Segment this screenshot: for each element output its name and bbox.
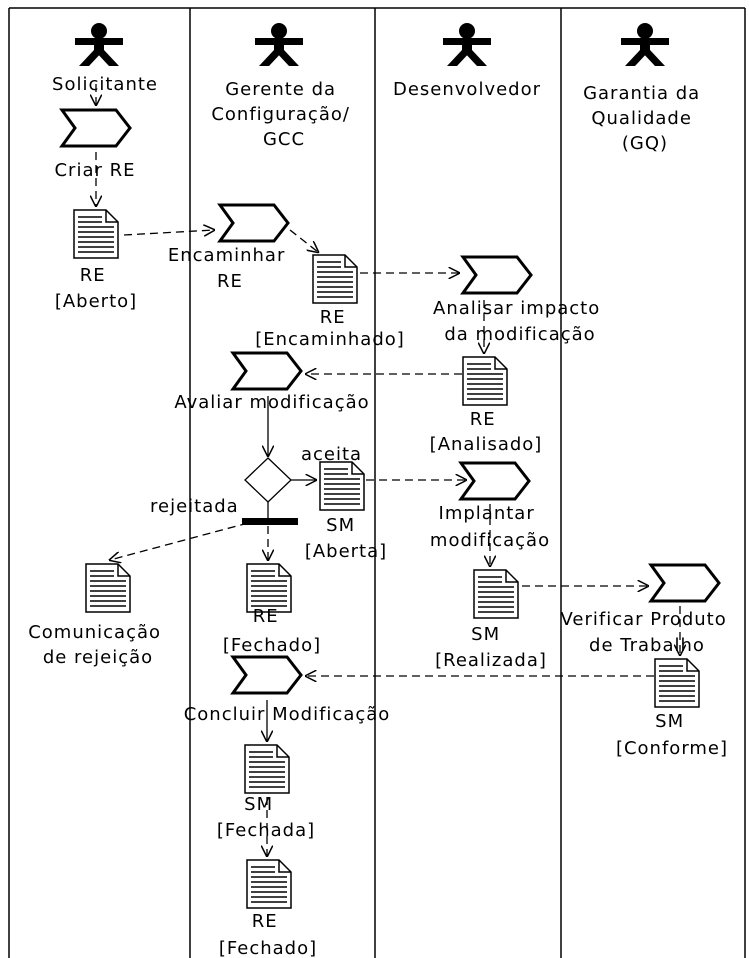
fork-bar <box>242 518 298 525</box>
label-re-fechado-final: RE [Fechado] <box>219 911 317 958</box>
label-sm-fechada: SM [Fechada] <box>217 794 315 841</box>
label-criar-re: Criar RE <box>54 160 135 181</box>
document-re-analisado <box>462 356 508 406</box>
actor-solicitante-icon <box>75 23 123 66</box>
label-concluir-modificacao: Concluir Modificação <box>184 704 391 725</box>
lane-title-gerente: Gerente da Configuração/ GCC <box>211 79 356 150</box>
document-comunicacao-rejeicao <box>85 563 131 613</box>
label-sm-realizada: SM [Realizada] <box>435 624 547 671</box>
flow-arrow <box>123 230 214 235</box>
label-analisar-impacto: Analisar impacto da modificação <box>433 298 607 345</box>
lane-title-solicitante: Solicitante <box>52 74 158 95</box>
lane-title-garantia: Garantia da Qualidade (GQ) <box>583 83 707 154</box>
flow-arrows <box>96 84 680 856</box>
activity-avaliar-modificacao <box>231 351 303 391</box>
activity-analisar-impacto <box>461 255 533 295</box>
label-implantar-modificacao: Implantar modificação <box>430 503 550 551</box>
activity-implantar-modificacao <box>459 461 531 501</box>
document-re-fechado <box>246 563 292 613</box>
document-sm-aberta <box>319 461 365 511</box>
label-sm-aberta: SM [Aberta] <box>305 515 387 562</box>
guard-rejeitada: rejeitada <box>150 496 239 517</box>
document-re-fechado-final <box>246 859 292 909</box>
document-re-aberto <box>73 209 119 259</box>
decision-diamond <box>244 457 292 503</box>
document-sm-fechada <box>244 744 290 794</box>
swimlane-borders <box>8 7 746 958</box>
label-re-analisado: RE [Analisado] <box>430 409 543 455</box>
label-avaliar-modificacao: Avaliar modificação <box>174 392 369 413</box>
activity-encaminhar-re <box>218 203 290 243</box>
activity-criar-re <box>60 108 132 148</box>
label-sm-conforme: SM [Conforme] <box>616 711 728 759</box>
flow-arrow <box>289 229 318 252</box>
label-re-encaminhado: RE [Encaminhado] <box>255 307 405 350</box>
activity-concluir-modificacao <box>231 655 303 695</box>
lane-title-desenvolvedor: Desenvolvedor <box>393 79 541 100</box>
document-sm-conforme <box>654 658 700 708</box>
actor-gerente-icon <box>255 23 303 66</box>
label-re-fechado: RE [Fechado] <box>223 606 321 656</box>
activity-verificar-produto <box>649 563 721 603</box>
document-sm-realizada <box>473 569 519 619</box>
actor-garantia-icon <box>621 23 669 66</box>
document-re-encaminhado <box>312 254 358 304</box>
flow-arrow <box>110 522 249 560</box>
label-re-aberto: RE [Aberto] <box>55 265 137 312</box>
guard-aceita: aceita <box>301 444 362 465</box>
actor-desenvolvedor-icon <box>443 23 491 66</box>
label-encaminhar-re: Encaminhar RE <box>168 245 292 292</box>
label-comunicacao-rejeicao: Comunicação de rejeição <box>28 622 168 668</box>
label-verificar-produto: Verificar Produto de Trabalho <box>561 609 734 656</box>
